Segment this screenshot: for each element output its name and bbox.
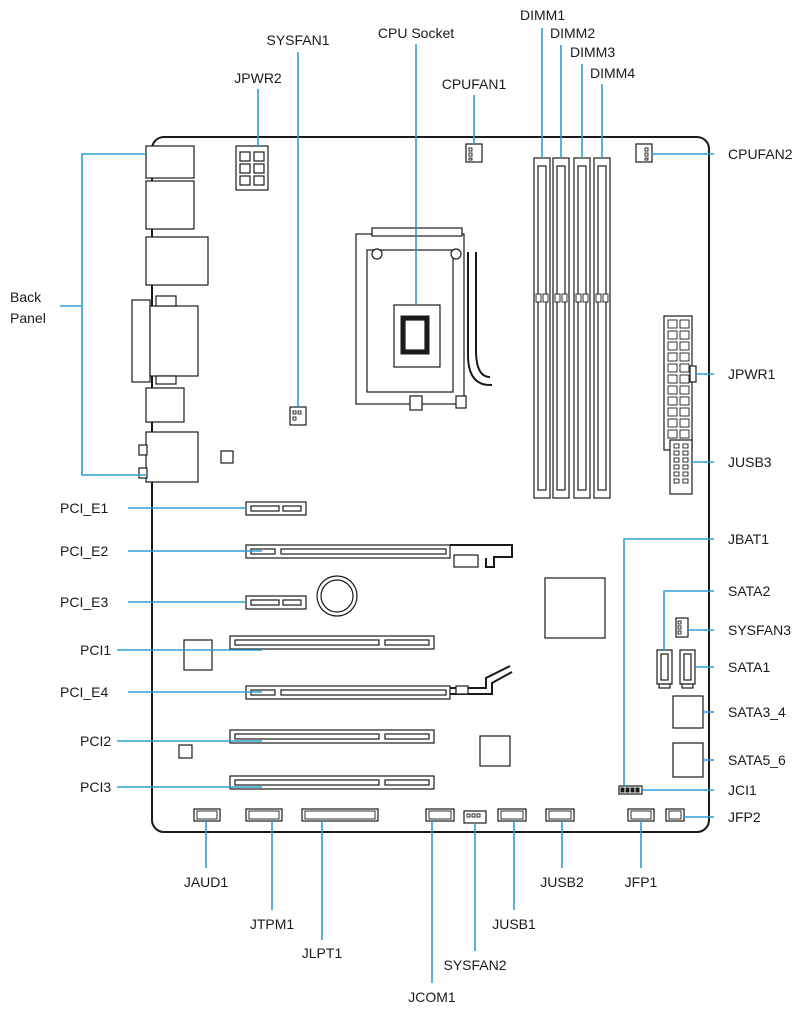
label-pci3: PCI3	[80, 779, 111, 795]
pci-e2-slot	[245, 544, 513, 568]
label-sata2: SATA2	[728, 583, 770, 599]
label-panel: Panel	[10, 310, 46, 326]
label-pci1: PCI1	[80, 642, 111, 658]
jusb1-header	[497, 808, 527, 822]
label-jusb1: JUSB1	[492, 916, 536, 932]
jusb2-header	[545, 808, 575, 822]
label-sata3-4: SATA3_4	[728, 704, 786, 720]
label-sata5-6: SATA5_6	[728, 752, 786, 768]
label-cpufan1: CPUFAN1	[442, 76, 507, 92]
label-back: Back	[10, 289, 42, 305]
battery-graphic	[316, 575, 358, 617]
label-pci-e4: PCI_E4	[60, 684, 108, 700]
jusb3-header	[669, 439, 693, 495]
jci1-header	[618, 785, 643, 795]
pci-e3-slot	[245, 595, 307, 610]
pci3-slot	[229, 775, 435, 790]
jcom1-header	[425, 808, 455, 822]
board-outline	[151, 136, 710, 833]
chipset	[544, 577, 606, 639]
label-jaud1: JAUD1	[184, 874, 229, 890]
jtpm1-header	[245, 808, 283, 822]
label-sysfan2: SYSFAN2	[443, 957, 506, 973]
io-chip	[479, 735, 511, 767]
sata-connectors	[656, 649, 704, 778]
label-cpu-socket: CPU Socket	[378, 25, 454, 41]
label-jusb2: JUSB2	[540, 874, 584, 890]
label-pci2: PCI2	[80, 733, 111, 749]
label-pci-e3: PCI_E3	[60, 594, 108, 610]
label-pci-e2: PCI_E2	[60, 543, 108, 559]
cpufan1-header	[465, 143, 483, 163]
label-dimm1: DIMM1	[520, 7, 565, 23]
label-pci-e1: PCI_E1	[60, 500, 108, 516]
label-jpwr1: JPWR1	[728, 366, 776, 382]
label-jfp2: JFP2	[728, 809, 761, 825]
jfp2-header	[665, 808, 685, 822]
pci2-slot	[229, 729, 435, 744]
cpu-socket-graphic	[355, 227, 492, 411]
label-sysfan3: SYSFAN3	[728, 622, 791, 638]
label-dimm3: DIMM3	[570, 44, 615, 60]
jaud1-header	[193, 808, 221, 822]
dimm-slots	[533, 157, 611, 499]
label-sata1: SATA1	[728, 659, 770, 675]
pci-e1-slot	[245, 501, 307, 516]
small-chip	[220, 450, 234, 464]
sysfan3-header	[675, 617, 689, 638]
sysfan1-header	[289, 406, 307, 426]
label-jcom1: JCOM1	[408, 989, 456, 1005]
label-jpwr2: JPWR2	[234, 70, 282, 86]
label-jusb3: JUSB3	[728, 454, 772, 470]
label-jtpm1: JTPM1	[250, 916, 295, 932]
label-dimm2: DIMM2	[550, 25, 595, 41]
pci-e4-slot	[245, 665, 513, 700]
jfp1-header	[627, 808, 655, 822]
small-square	[178, 744, 193, 759]
label-dimm4: DIMM4	[590, 65, 635, 81]
pci1-slot	[183, 635, 435, 671]
back-panel-connectors	[131, 145, 209, 483]
sysfan2-header	[463, 810, 487, 824]
jpwr1-connector	[663, 315, 697, 451]
label-jfp1: JFP1	[625, 874, 658, 890]
label-cpufan2: CPUFAN2	[728, 146, 793, 162]
leader-lines	[60, 28, 714, 983]
label-jbat1: JBAT1	[728, 531, 769, 547]
cpufan2-header	[635, 143, 653, 163]
jlpt1-header	[301, 808, 379, 822]
label-jlpt1: JLPT1	[302, 945, 343, 961]
jpwr2-connector	[235, 145, 269, 191]
label-jci1: JCI1	[728, 782, 757, 798]
label-sysfan1: SYSFAN1	[266, 32, 329, 48]
